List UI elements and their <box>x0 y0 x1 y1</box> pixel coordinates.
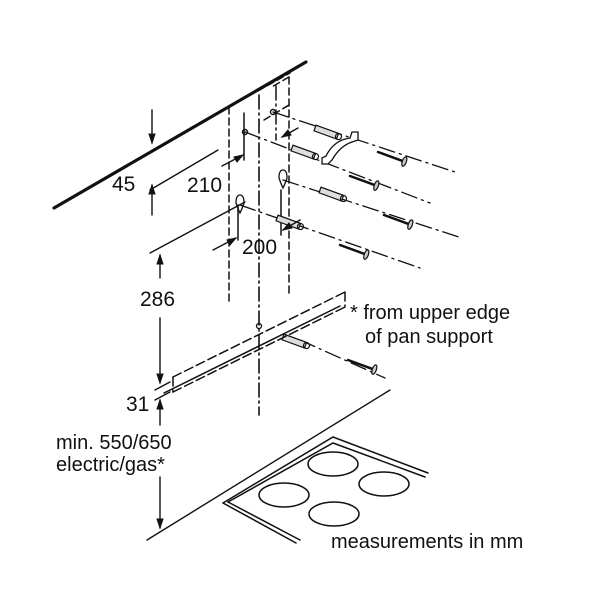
bottom-rail <box>172 291 346 393</box>
anchor-hole <box>269 108 277 116</box>
keyhole-slot <box>278 169 288 190</box>
drill-axes <box>239 111 463 379</box>
worktop-edge <box>146 389 391 541</box>
ceiling-edge <box>52 60 308 210</box>
dim-45: 45 <box>112 173 135 196</box>
anchor-hole <box>241 128 249 136</box>
units-note: measurements in mm <box>331 531 523 553</box>
hob-burner <box>307 451 359 477</box>
hob-burner <box>358 471 410 497</box>
footnote-line2: of pan support <box>365 326 493 348</box>
hob-burner <box>258 482 310 508</box>
mounting-bracket <box>321 131 359 165</box>
wall-plugs <box>275 124 348 350</box>
min-height-line1: min. 550/650 <box>56 432 172 454</box>
dim-210: 210 <box>187 174 222 197</box>
hob <box>222 436 429 544</box>
hob-burner <box>308 501 360 527</box>
dim-286: 286 <box>140 288 175 311</box>
screws <box>338 150 414 375</box>
dim-31: 31 <box>126 393 149 416</box>
min-height-line2: electric/gas* <box>56 454 165 476</box>
footnote-line1: * from upper edge <box>350 302 510 324</box>
dim-200: 200 <box>242 236 277 259</box>
